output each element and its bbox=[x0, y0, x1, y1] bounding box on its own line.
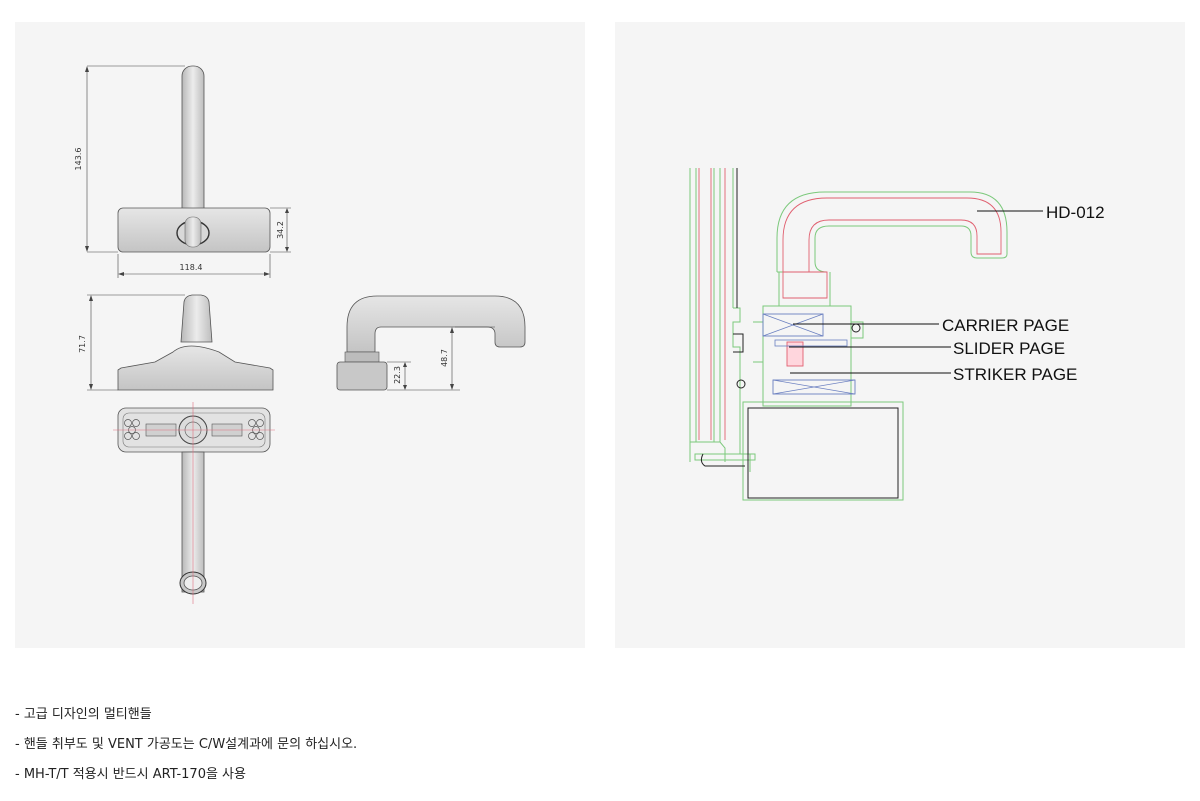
lever-dimension-arrows bbox=[403, 327, 454, 390]
side-handle-stem bbox=[180, 294, 213, 343]
back-centerlines bbox=[113, 402, 275, 604]
handle-dimension-drawing-panel: 143.6 34.2 118.4 71.7 bbox=[15, 22, 585, 648]
front-view bbox=[117, 65, 271, 253]
dim-handle-height: 143.6 bbox=[74, 148, 83, 171]
installation-section-drawing: HD-012 CARRIER PAGE SLIDER PAGE STRIKER … bbox=[689, 168, 1105, 501]
callout-striker: STRIKER PAGE bbox=[953, 365, 1077, 384]
dim-base-height: 34.2 bbox=[276, 221, 285, 239]
lever-view bbox=[336, 295, 526, 391]
note-1: - 고급 디자인의 멀티핸들 bbox=[15, 707, 152, 722]
front-dimension-arrows bbox=[85, 66, 289, 276]
front-dimension-lines bbox=[86, 65, 291, 278]
side-dimension-arrows bbox=[89, 295, 93, 390]
dim-side-height: 71.7 bbox=[78, 335, 87, 353]
frame-profile bbox=[689, 168, 1008, 501]
frame-dark-details bbox=[700, 168, 899, 499]
side-base-plate bbox=[117, 345, 274, 391]
lever-base-block bbox=[336, 361, 388, 391]
frame-red-lines bbox=[698, 168, 1002, 440]
callout-slider: SLIDER PAGE bbox=[953, 339, 1065, 358]
back-screw-holes bbox=[124, 419, 264, 440]
front-stem-lower bbox=[184, 216, 202, 248]
handle-dimension-drawing: 143.6 34.2 118.4 71.7 bbox=[74, 65, 526, 604]
side-dimension-lines bbox=[87, 294, 185, 391]
back-view bbox=[117, 407, 271, 595]
callout-model: HD-012 bbox=[1046, 203, 1105, 222]
carrier-block bbox=[762, 313, 824, 337]
callout-carrier: CARRIER PAGE bbox=[942, 316, 1069, 335]
product-notes: - 고급 디자인의 멀티핸들 - 핸들 취부도 및 VENT 가공도는 C/W설… bbox=[15, 703, 357, 793]
dim-lever-height: 48.7 bbox=[440, 349, 449, 367]
note-3: - MH-T/T 적용시 반드시 ART-170을 사용 bbox=[15, 767, 246, 782]
lever-neck bbox=[344, 351, 380, 363]
note-2: - 핸들 취부도 및 VENT 가공도는 C/W설계과에 문의 하십시오. bbox=[15, 737, 358, 752]
striker-block bbox=[772, 379, 856, 395]
dim-base-width: 118.4 bbox=[180, 263, 203, 272]
lever-arm bbox=[346, 295, 526, 353]
installation-section-panel: HD-012 CARRIER PAGE SLIDER PAGE STRIKER … bbox=[615, 22, 1185, 648]
side-view bbox=[117, 294, 274, 391]
dim-lever-base-height: 22.3 bbox=[393, 366, 402, 384]
slider-block bbox=[774, 339, 848, 367]
lever-dimension-lines bbox=[387, 326, 495, 391]
callout-leaders bbox=[789, 210, 1043, 374]
